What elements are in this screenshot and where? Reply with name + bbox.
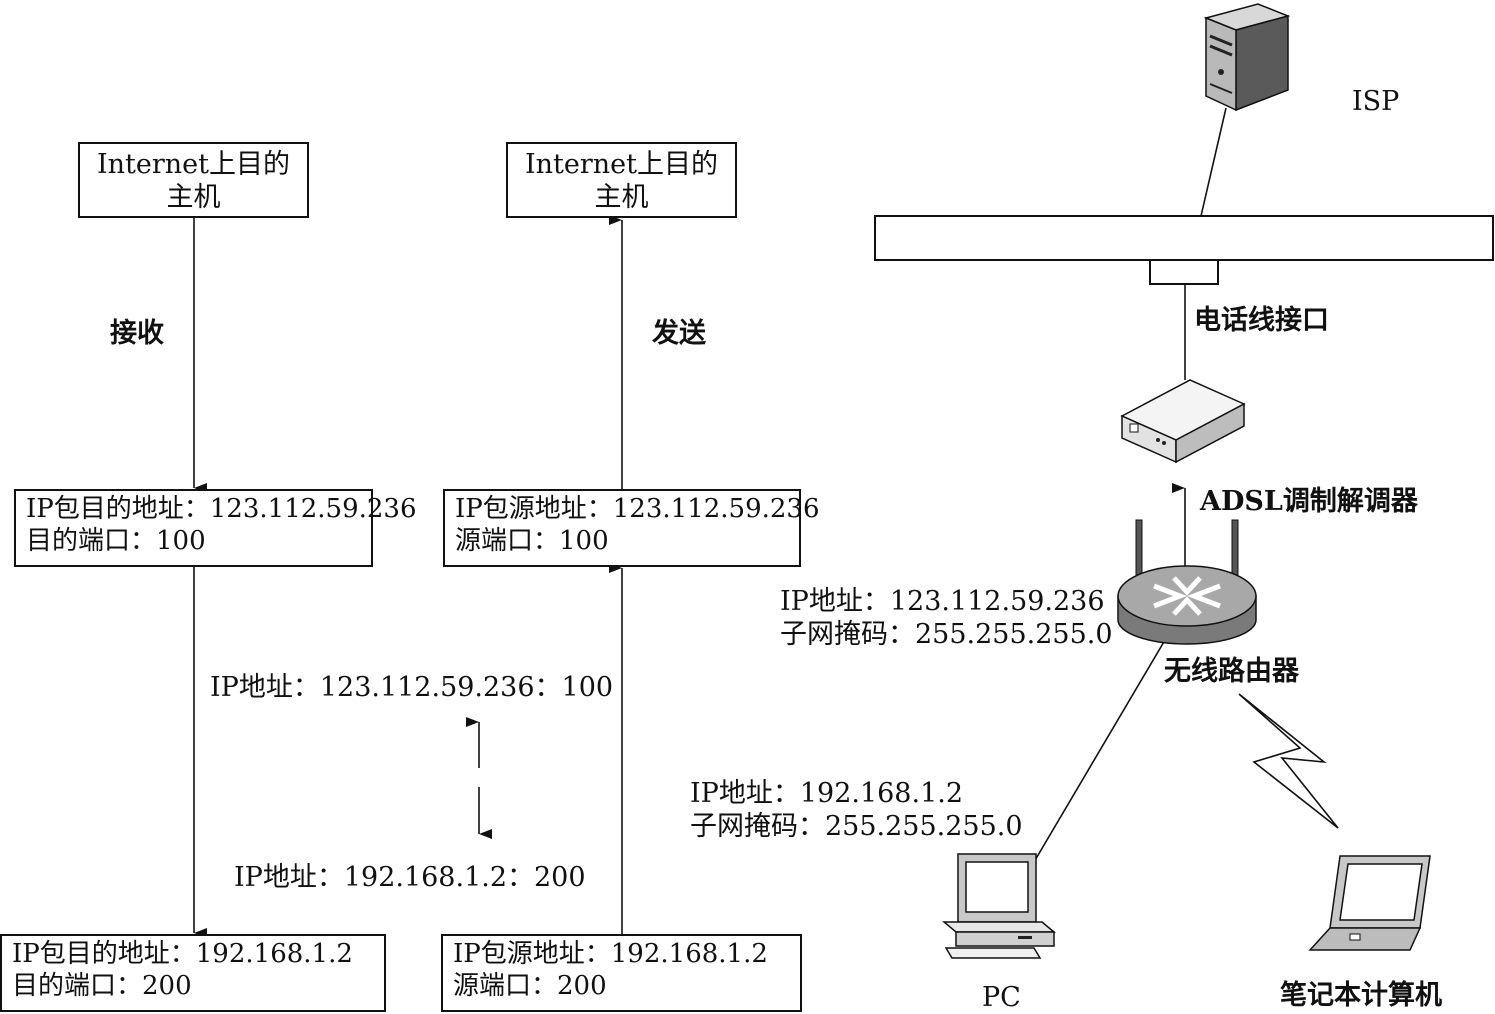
router-ip-address: IP地址：123.112.59.236 (780, 586, 1105, 617)
packet-address: IP包目的地址：192.168.1.2 (12, 939, 353, 969)
adsl-modem-icon (1120, 379, 1246, 464)
nat-private-address: IP地址：192.168.1.2：200 (234, 862, 586, 893)
packet-address: IP包目的地址：123.112.59.236 (26, 494, 417, 524)
destination-host-box-receive: Internet上目的 主机 (78, 142, 309, 218)
phone-port-label: 电话线接口 (1194, 305, 1329, 336)
modem-label: ADSL调制解调器 (1200, 486, 1418, 517)
receive-label: 接收 (110, 318, 164, 349)
packet-port: 源端口：200 (453, 971, 607, 1001)
nat-public-address: IP地址：123.112.59.236：100 (210, 672, 614, 703)
isp-link (1200, 107, 1227, 217)
router-subnet-mask: 子网掩码：255.255.255.0 (780, 619, 1113, 650)
wall-bar (874, 215, 1494, 261)
isp-label: ISP (1352, 86, 1400, 117)
phone-port (1149, 259, 1219, 285)
host-label: Internet上目的 主机 (524, 149, 718, 213)
public-dest-packet-box: IP包目的地址：123.112.59.236 目的端口：100 (14, 489, 417, 567)
pc-icon (942, 853, 1057, 959)
pc-label: PC (982, 982, 1021, 1013)
packet-address: IP包源地址：123.112.59.236 (455, 494, 820, 524)
host-label: Internet上目的 主机 (96, 149, 290, 213)
packet-port: 目的端口：100 (26, 526, 206, 556)
pc-subnet-mask: 子网掩码：255.255.255.0 (690, 811, 1023, 842)
packet-port: 目的端口：200 (12, 971, 192, 1001)
private-source-packet-box: IP包源地址：192.168.1.2 源端口：200 (441, 934, 802, 1012)
packet-port: 源端口：100 (455, 526, 609, 556)
private-dest-packet-box: IP包目的地址：192.168.1.2 目的端口：200 (0, 934, 386, 1012)
public-source-packet-box: IP包源地址：123.112.59.236 源端口：100 (443, 489, 820, 567)
router-label: 无线路由器 (1164, 656, 1299, 687)
router-pc-link (1033, 639, 1166, 863)
laptop-icon (1308, 855, 1431, 951)
pc-ip-address: IP地址：192.168.1.2 (690, 778, 964, 809)
laptop-label: 笔记本计算机 (1280, 980, 1442, 1011)
destination-host-box-send: Internet上目的 主机 (506, 142, 737, 218)
isp-server-icon (1203, 3, 1291, 112)
wireless-signal-icon (1238, 693, 1339, 829)
wireless-router-icon (1117, 519, 1257, 645)
send-label: 发送 (652, 318, 706, 349)
packet-address: IP包源地址：192.168.1.2 (453, 939, 768, 969)
